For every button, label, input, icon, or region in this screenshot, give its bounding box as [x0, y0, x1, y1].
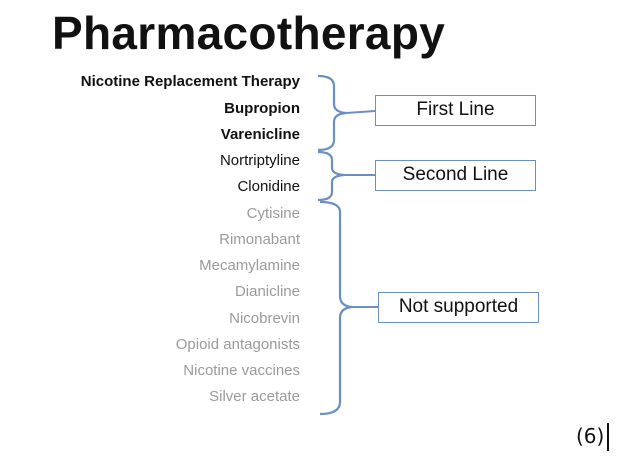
- citation: (6): [576, 424, 605, 448]
- first-line-label: First Line: [375, 95, 536, 126]
- drug-rimonabant: Rimonabant: [219, 231, 300, 248]
- text-cursor: [607, 423, 609, 451]
- drug-varenicline: Varenicline: [220, 126, 300, 143]
- slide-title: Pharmacotherapy: [52, 7, 446, 59]
- drug-cytisine: Cytisine: [246, 205, 300, 222]
- drug-opioid-antagonists: Opioid antagonists: [175, 336, 300, 353]
- first-line-connector: [345, 110, 376, 114]
- drug-clonidine: Clonidine: [237, 178, 300, 195]
- first-line-bracket: [317, 74, 347, 152]
- drug-dianicline: Dianicline: [234, 283, 300, 300]
- drug-nortriptyline: Nortriptyline: [219, 152, 300, 169]
- drug-nicobrevin: Nicobrevin: [229, 310, 300, 327]
- drug-bupropion: Bupropion: [224, 100, 300, 117]
- drug-silver-acetate: Silver acetate: [209, 388, 300, 405]
- drug-mecamylamine: Mecamylamine: [199, 257, 300, 274]
- not-supported-label: Not supported: [378, 292, 539, 323]
- drug-nicotine-vaccines: Nicotine vaccines: [183, 362, 300, 379]
- not-supported-bracket: [319, 200, 353, 416]
- second-line-bracket: [317, 150, 345, 202]
- second-line-label: Second Line: [375, 160, 536, 191]
- drug-nicotine-replacement-therapy: Nicotine Replacement Therapy: [80, 73, 300, 90]
